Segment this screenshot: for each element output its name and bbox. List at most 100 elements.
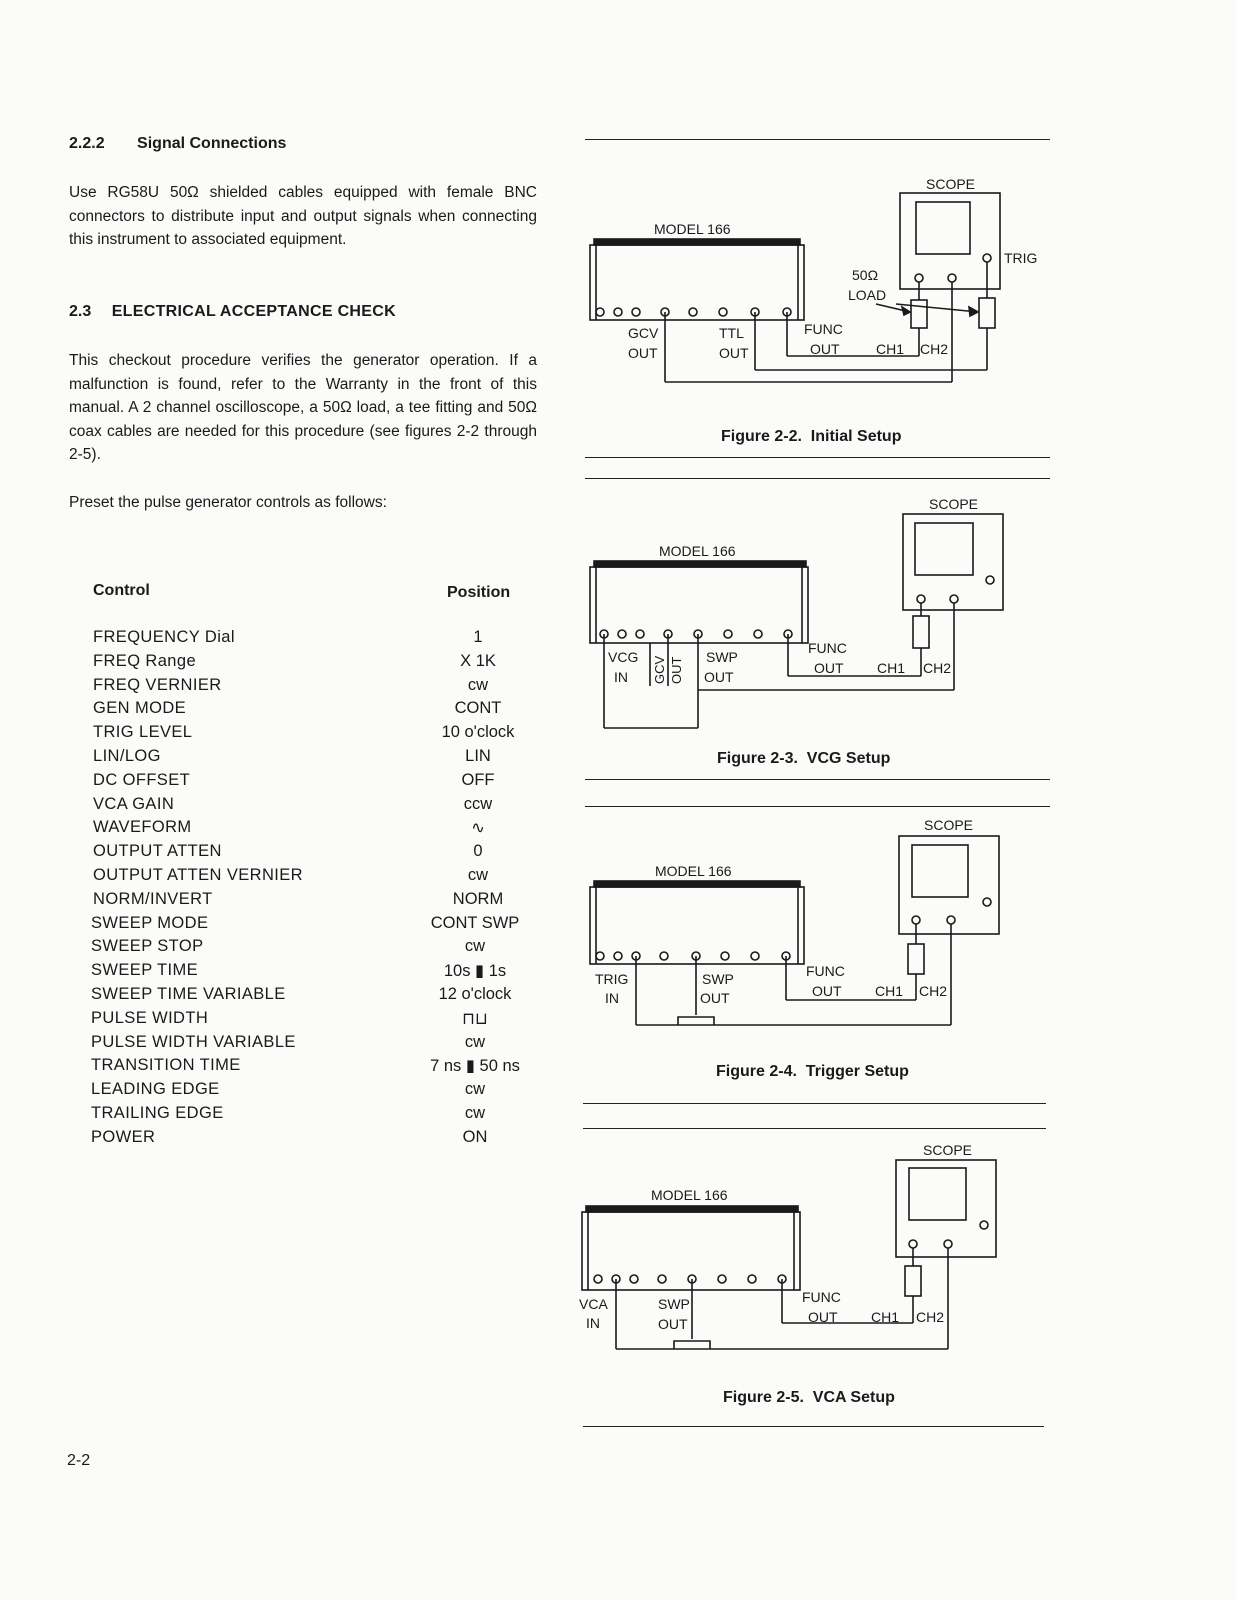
gcv-vertical-label: GCV [652, 656, 667, 685]
scope-body [899, 192, 1001, 290]
ttl-label: TTL [719, 325, 744, 341]
ch1-label: CH1 [877, 660, 905, 676]
gcv-out-label: OUT [628, 345, 658, 361]
vcg-label: VCG [608, 649, 638, 665]
vca-in-label: IN [586, 1315, 600, 1331]
generator-body [589, 566, 809, 644]
figure-2-2-bottom-rule [585, 457, 1050, 458]
func-label: FUNC [804, 321, 843, 337]
generator-body [581, 1211, 801, 1291]
figure-2-2-top-rule [585, 139, 1050, 140]
figure-2-3-caption: Figure 2-3. VCG Setup [717, 750, 891, 767]
control-name: SWEEP STOP [91, 937, 204, 955]
control-name: TRANSITION TIME [91, 1056, 241, 1074]
control-position: cw [464, 937, 486, 955]
func-out-label: OUT [808, 1309, 838, 1325]
figure-2-2-caption: Figure 2-2. Initial Setup [721, 428, 902, 445]
ch2-label: CH2 [923, 660, 951, 676]
swp-out-label: OUT [704, 669, 734, 685]
scope-label: SCOPE [924, 817, 973, 833]
scope-body [898, 835, 1000, 935]
control-name: TRAILING EDGE [91, 1104, 224, 1122]
section-heading-222: 2.2.2 Signal Connections [69, 135, 286, 153]
ch1-label: CH1 [875, 983, 903, 999]
control-name: FREQ Range [93, 652, 197, 670]
section-title: Signal Connections [137, 135, 287, 152]
control-name: NORM/INVERT [93, 890, 213, 908]
position-column-header: Position [447, 584, 511, 601]
acceptance-check-paragraph: This checkout procedure verifies the gen… [69, 352, 537, 463]
control-position: CONT [454, 699, 502, 717]
control-position: cw [464, 1104, 486, 1122]
control-name: SWEEP TIME VARIABLE [91, 985, 286, 1003]
control-column-header: Control [93, 582, 150, 599]
figure-2-5-diagram: SCOPE MODEL 166 VCA IN SWP OUT FUNC OUT … [579, 1142, 997, 1350]
control-position: 7 ns ▮ 50 ns [430, 1057, 520, 1075]
preset-instruction: Preset the pulse generator controls as f… [69, 494, 387, 511]
trig-label: TRIG [1004, 250, 1037, 266]
ch2-label: CH2 [916, 1309, 944, 1325]
trig-label: TRIG [595, 971, 628, 987]
ch1-label: CH1 [871, 1309, 899, 1325]
figure-2-5-top-rule [583, 1128, 1046, 1129]
control-name: WAVEFORM [93, 818, 192, 836]
section-heading-23: 2.3 ELECTRICAL ACCEPTANCE CHECK [69, 303, 396, 321]
figure-2-5-caption: Figure 2-5. VCA Setup [723, 1389, 895, 1406]
generator-body [589, 244, 805, 321]
generator-top-bar [593, 560, 807, 568]
control-position: cw [467, 866, 489, 884]
control-position: LIN [465, 747, 491, 765]
figure-2-4-bottom-rule [583, 1103, 1046, 1104]
load-ohm-label: 50Ω [852, 267, 878, 283]
control-name: DC OFFSET [93, 771, 191, 789]
control-position: cw [464, 1033, 486, 1051]
figure-2-4-top-rule [585, 806, 1050, 807]
generator-top-bar [593, 880, 801, 888]
func-label: FUNC [806, 963, 845, 979]
control-name: OUTPUT ATTEN [93, 842, 222, 860]
generator-body [589, 886, 805, 965]
control-name: PULSE WIDTH [91, 1009, 209, 1027]
func-out-label: OUT [810, 341, 840, 357]
control-name: VCA GAIN [93, 795, 175, 813]
model-label: MODEL 166 [655, 863, 732, 879]
scope-body [902, 513, 1004, 611]
control-position: X 1K [460, 652, 496, 670]
func-label: FUNC [802, 1289, 841, 1305]
control-name: FREQ VERNIER [93, 676, 222, 694]
control-name: PULSE WIDTH VARIABLE [91, 1033, 296, 1051]
control-position: cw [467, 676, 489, 694]
control-position: CONT SWP [430, 914, 520, 932]
control-name: TRIG LEVEL [93, 723, 193, 741]
control-name: SWEEP MODE [91, 914, 209, 932]
control-name: POWER [91, 1128, 156, 1146]
scope-label: SCOPE [923, 1142, 972, 1158]
scope-screen [914, 522, 974, 576]
section-title: ELECTRICAL ACCEPTANCE CHECK [111, 303, 396, 320]
out-vertical-label: OUT [669, 657, 684, 685]
control-position: 1 [473, 628, 483, 646]
scope-label: SCOPE [926, 176, 975, 192]
control-position: ∿ [471, 819, 485, 837]
control-position: ⊓⊔ [462, 1010, 488, 1028]
section-number: 2.3 [69, 303, 92, 320]
signal-connections-paragraph: Use RG58U 50Ω shielded cables equipped w… [69, 184, 537, 248]
swp-label: SWP [706, 649, 738, 665]
gcv-label: GCV [628, 325, 659, 341]
scope-screen [908, 1167, 967, 1221]
figure-2-3-diagram: SCOPE MODEL 166 VCG IN GCV OUT SWP OUT F… [589, 496, 1004, 729]
figure-2-2-diagram: SCOPE TRIG MODEL 166 GCV OUT TTL OUT FUN… [589, 176, 1037, 383]
scope-screen [915, 201, 971, 255]
control-position: ON [462, 1128, 488, 1146]
control-position: 10s ▮ 1s [443, 962, 507, 980]
model-label: MODEL 166 [659, 543, 736, 559]
control-position: 12 o'clock [438, 985, 512, 1003]
generator-top-bar [593, 238, 801, 246]
model-label: MODEL 166 [651, 1187, 728, 1203]
control-position: ccw [463, 795, 493, 813]
swp-label: SWP [702, 971, 734, 987]
control-name: FREQUENCY Dial [93, 628, 235, 646]
control-name: SWEEP TIME [91, 961, 198, 979]
swp-out-label: OUT [658, 1316, 688, 1332]
control-position: 10 o'clock [441, 723, 515, 741]
